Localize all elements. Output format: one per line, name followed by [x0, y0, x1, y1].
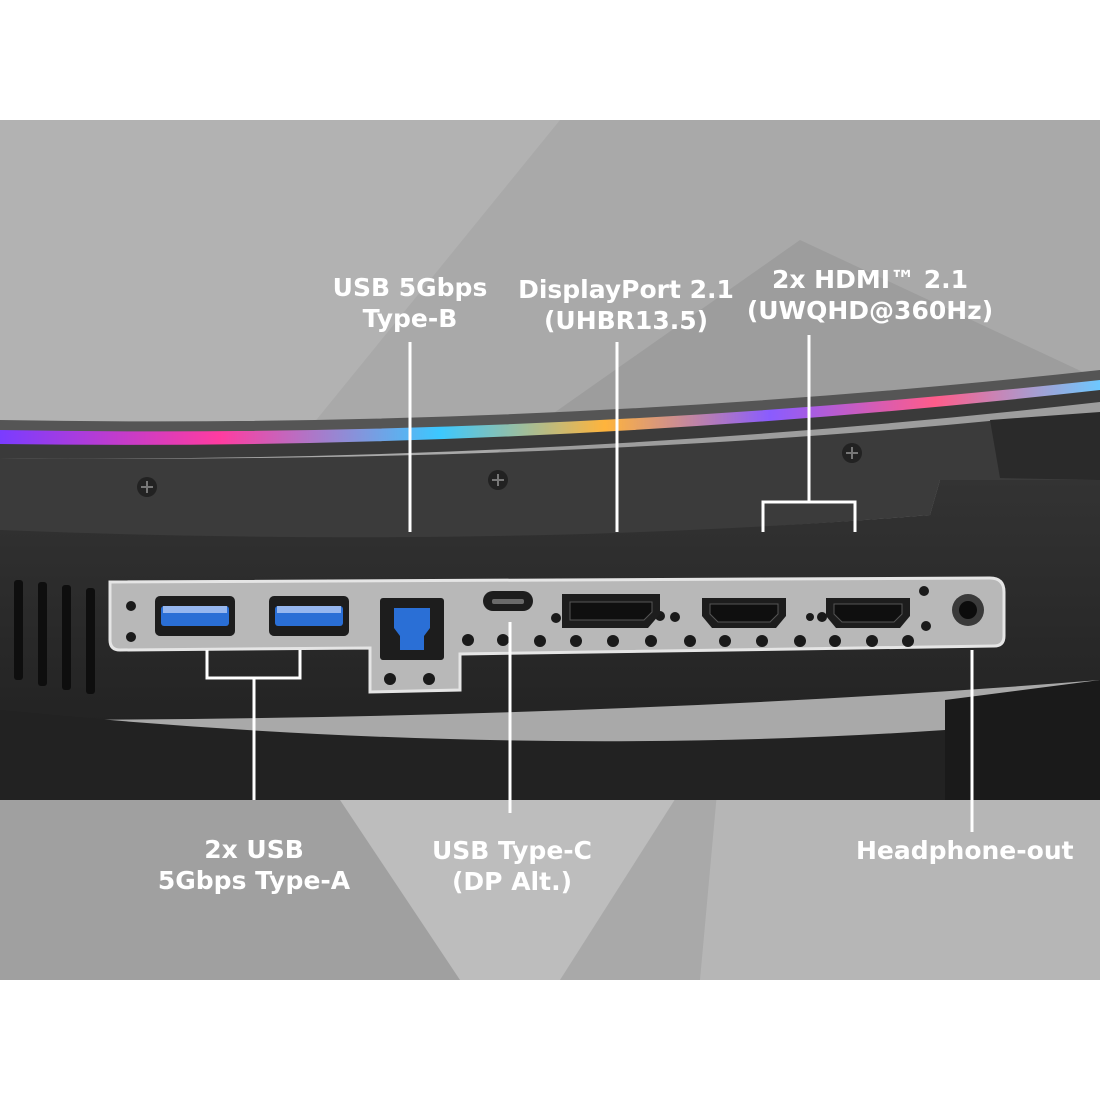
- usb-type-c-port-icon: [483, 591, 533, 611]
- hdmi-port-icon: [702, 598, 786, 628]
- screw-icon: [842, 443, 862, 463]
- monitor-upper-housing: [0, 415, 1100, 543]
- background-facet: [0, 120, 560, 450]
- label-usb-type-a: 2x USB 5Gbps Type-A: [157, 835, 351, 895]
- label-displayport: DisplayPort 2.1 (UHBR13.5): [518, 275, 734, 335]
- usb-type-a-port-icon: [155, 596, 235, 636]
- displayport-port-icon: [562, 594, 660, 628]
- product-photo: USB 5Gbps Type-B DisplayPort 2.1 (UHBR13…: [0, 120, 1100, 980]
- io-plate-holes: [126, 586, 931, 685]
- screw-icon: [137, 477, 157, 497]
- monitor-lower-body: [0, 710, 945, 800]
- screw-icon: [488, 470, 508, 490]
- label-hdmi: 2x HDMI™ 2.1 (UWQHD@360Hz): [746, 265, 994, 325]
- stand-mount: [990, 412, 1100, 480]
- label-headphone-out: Headphone-out: [856, 836, 1074, 865]
- usb-type-a-port-icon: [269, 596, 349, 636]
- monitor-io-illustration: [0, 120, 1100, 980]
- label-usb-type-c: USB Type-C (DP Alt.): [431, 836, 593, 896]
- usb-type-b-port-icon: [380, 598, 444, 660]
- hdmi-port-icon: [826, 598, 910, 628]
- vent-slots: [14, 580, 95, 694]
- label-usb-type-b: USB 5Gbps Type-B: [332, 273, 488, 333]
- callout-lines: [205, 335, 974, 832]
- monitor-bezel-edge: [0, 390, 1100, 459]
- stand-neck: [945, 680, 1100, 800]
- headphone-jack-icon: [952, 594, 984, 626]
